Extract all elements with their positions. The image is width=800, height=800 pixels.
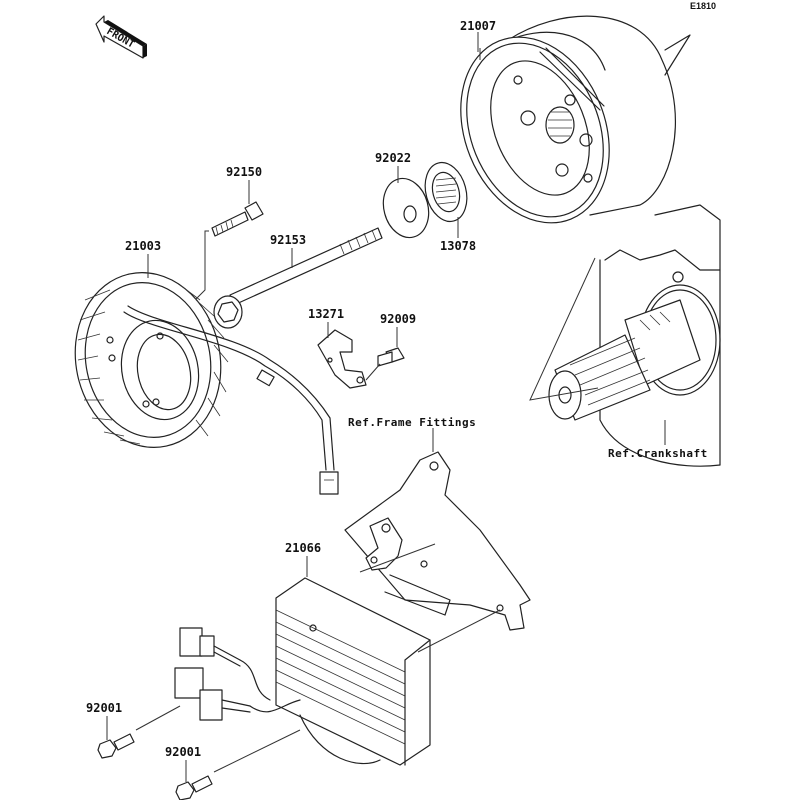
part-label-92001-lower[interactable]: 92001 bbox=[165, 745, 201, 759]
part-label-92009[interactable]: 92009 bbox=[380, 312, 416, 326]
part-label-92153[interactable]: 92153 bbox=[270, 233, 306, 247]
wire-clamp-bracket[interactable] bbox=[317, 329, 367, 389]
frame-fitting-bracket bbox=[344, 451, 531, 631]
rotor-bolt-92153[interactable] bbox=[213, 227, 383, 329]
ref-crankshaft-label[interactable]: Ref.Crankshaft bbox=[608, 447, 708, 460]
regulator-rectifier[interactable] bbox=[275, 577, 431, 766]
starter-gear-hub[interactable] bbox=[419, 158, 473, 226]
part-label-13271[interactable]: 13271 bbox=[308, 307, 344, 321]
stator[interactable] bbox=[59, 259, 236, 461]
regulator-bolt-upper[interactable] bbox=[97, 733, 135, 759]
figure-code: E1810 bbox=[690, 1, 716, 11]
ref-frame-fittings-label[interactable]: Ref.Frame Fittings bbox=[348, 416, 476, 429]
part-label-21007[interactable]: 21007 bbox=[460, 19, 496, 33]
part-label-21066[interactable]: 21066 bbox=[285, 541, 321, 555]
regulator-connectors bbox=[174, 627, 301, 721]
stator-bolt-92150[interactable] bbox=[211, 201, 264, 237]
front-arrow-icon: FRONT bbox=[95, 15, 147, 59]
part-label-92001-upper[interactable]: 92001 bbox=[86, 701, 122, 715]
part-label-92150[interactable]: 92150 bbox=[226, 165, 262, 179]
stator-wire-harness bbox=[123, 305, 339, 495]
flywheel-rotor[interactable] bbox=[434, 15, 691, 245]
part-label-13078[interactable]: 13078 bbox=[440, 239, 476, 253]
regulator-bolt-lower[interactable] bbox=[175, 775, 213, 800]
crankshaft bbox=[548, 204, 721, 467]
clamp-screw-92009[interactable] bbox=[377, 347, 405, 367]
part-label-21003[interactable]: 21003 bbox=[125, 239, 161, 253]
part-label-92022[interactable]: 92022 bbox=[375, 151, 411, 165]
